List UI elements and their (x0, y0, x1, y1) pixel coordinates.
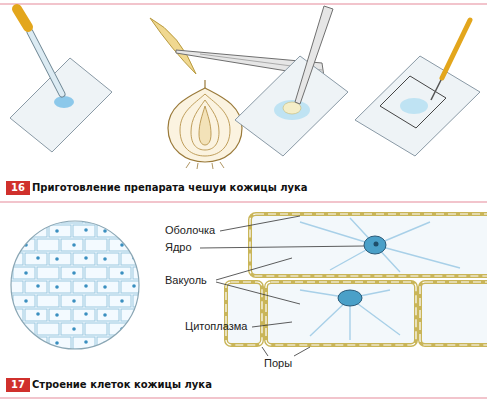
part-label: Вакуоль (165, 274, 207, 287)
onion-scale (150, 18, 196, 74)
figure-number-text: 16 (11, 181, 25, 195)
part-label: Оболочка (165, 224, 215, 237)
micrograph (0, 210, 150, 360)
figure-number: 17 (6, 378, 30, 392)
rule-line (0, 397, 487, 398)
forceps (295, 6, 333, 104)
part-label: Цитоплазма (185, 320, 247, 333)
glass-slide (355, 56, 480, 156)
figure-caption: Строение клеток кожицы лука (32, 378, 212, 392)
figure-number: 16 (6, 181, 30, 195)
rule-line (0, 3, 487, 4)
figure-number-text: 17 (11, 378, 25, 392)
micrograph-rim (11, 221, 139, 349)
part-label: Поры (264, 357, 292, 370)
rule-line (0, 201, 487, 202)
water-drop (400, 98, 428, 114)
glass-slide (235, 56, 348, 156)
pipette-outline (30, 32, 62, 94)
needle-handle (442, 20, 470, 78)
part-label: Ядро (165, 241, 192, 254)
pipette-tube (30, 32, 62, 94)
water-drop (54, 96, 74, 108)
needle-tip (431, 80, 441, 100)
figure-caption: Приготовление препарата чешуи кожицы лук… (32, 181, 308, 195)
onion-bulb (168, 80, 242, 169)
cover-slip (380, 76, 446, 128)
cell-drawing (226, 214, 487, 345)
water-drop (274, 100, 310, 120)
leader-lines (200, 216, 364, 356)
pipette-bulb (17, 9, 28, 27)
glass-slide (10, 58, 112, 152)
